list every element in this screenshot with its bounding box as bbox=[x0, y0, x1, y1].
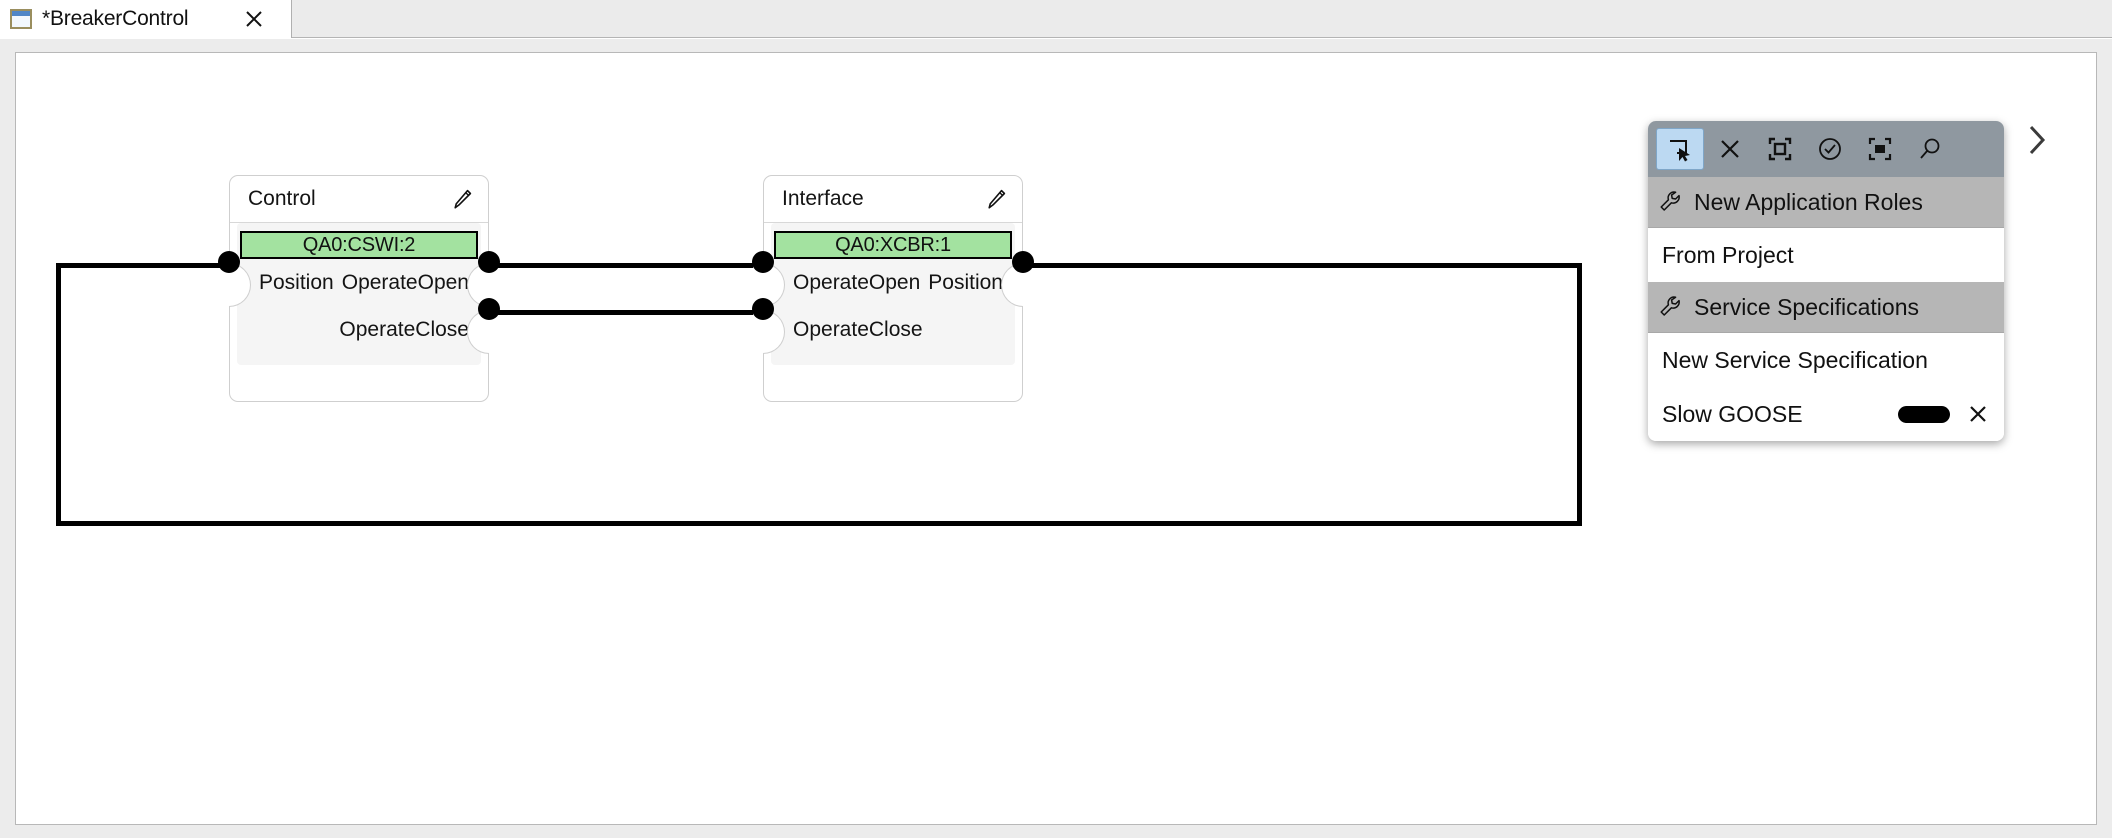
node-interface-row-1: OperateOpen Position bbox=[771, 259, 1015, 306]
palette-item-from-project[interactable]: From Project bbox=[1648, 228, 2004, 282]
port-label-operateopen-in[interactable]: OperateOpen bbox=[793, 270, 921, 294]
close-x-icon bbox=[1716, 135, 1744, 163]
port-dot-control-operateclose[interactable] bbox=[478, 298, 500, 320]
port-dot-interface-position[interactable] bbox=[1012, 251, 1034, 273]
palette-item-slow-goose[interactable]: Slow GOOSE bbox=[1648, 387, 2004, 441]
wire-operate-open bbox=[488, 263, 753, 268]
wire-operate-close bbox=[488, 310, 753, 315]
wire-feedback-left bbox=[56, 263, 61, 526]
delete-tool-button[interactable] bbox=[1706, 128, 1754, 170]
chevron-right-icon[interactable] bbox=[2024, 123, 2050, 157]
tab-close-icon[interactable] bbox=[243, 8, 265, 30]
node-interface[interactable]: Interface QA0:XCBR:1 OperateOpen Positio… bbox=[763, 175, 1023, 402]
validate-tool-button[interactable] bbox=[1806, 128, 1854, 170]
palette-toolbar bbox=[1648, 121, 2004, 177]
palette-item-delete-icon[interactable] bbox=[1968, 404, 1988, 424]
wrench-icon bbox=[1658, 294, 1684, 320]
fit-frame-icon bbox=[1866, 135, 1894, 163]
node-control-row-2: OperateClose bbox=[237, 306, 481, 353]
frame-brackets-icon bbox=[1766, 135, 1794, 163]
tab-label: *BreakerControl bbox=[42, 7, 189, 30]
node-control-badge[interactable]: QA0:CSWI:2 bbox=[240, 231, 478, 259]
palette-item-label: Slow GOOSE bbox=[1662, 400, 1803, 427]
palette-item-label: From Project bbox=[1662, 241, 1794, 268]
node-control-body: QA0:CSWI:2 Position OperateOpen OperateC… bbox=[237, 223, 481, 365]
magnifier-icon bbox=[1916, 135, 1944, 163]
port-label-operateopen-out[interactable]: OperateOpen bbox=[341, 270, 469, 294]
pointer-select-icon bbox=[1666, 135, 1694, 163]
node-interface-title: Interface bbox=[782, 187, 864, 210]
port-label-operateclose-in[interactable]: OperateClose bbox=[793, 317, 923, 341]
node-interface-badge[interactable]: QA0:XCBR:1 bbox=[774, 231, 1012, 259]
search-tool-button[interactable] bbox=[1906, 128, 1954, 170]
port-label-position-out[interactable]: Position bbox=[928, 270, 1003, 294]
palette-item-new-service-specification[interactable]: New Service Specification bbox=[1648, 333, 2004, 387]
port-dot-control-position[interactable] bbox=[218, 251, 240, 273]
palette-item-label: New Service Specification bbox=[1662, 346, 1928, 373]
node-interface-row-2: OperateClose bbox=[771, 306, 1015, 353]
port-label-position-in[interactable]: Position bbox=[259, 270, 334, 294]
tab-breakercontrol[interactable]: *BreakerControl bbox=[0, 0, 292, 38]
editor-window-icon bbox=[10, 9, 32, 29]
node-control-title: Control bbox=[248, 187, 316, 210]
wire-feedback-bottom bbox=[56, 521, 1582, 526]
palette-section-label: New Application Roles bbox=[1694, 188, 1923, 215]
node-control-header: Control bbox=[230, 176, 488, 223]
wire-feedback-right bbox=[1577, 263, 1582, 526]
wrench-icon bbox=[1658, 189, 1684, 215]
node-control[interactable]: Control QA0:CSWI:2 Position OperateOpen bbox=[229, 175, 489, 402]
palette-section-label: Service Specifications bbox=[1694, 293, 1919, 320]
goose-pill-indicator bbox=[1898, 405, 1950, 423]
node-interface-body: QA0:XCBR:1 OperateOpen Position OperateC… bbox=[771, 223, 1015, 365]
palette-section-new-application-roles[interactable]: New Application Roles bbox=[1648, 177, 2004, 228]
port-dot-interface-operateopen[interactable] bbox=[752, 251, 774, 273]
fit-tool-button[interactable] bbox=[1856, 128, 1904, 170]
check-circle-icon bbox=[1816, 135, 1844, 163]
palette-section-service-specifications[interactable]: Service Specifications bbox=[1648, 282, 2004, 333]
node-control-row-1: Position OperateOpen bbox=[237, 259, 481, 306]
palette-panel: New Application Roles From Project Servi… bbox=[1648, 121, 2004, 441]
pencil-icon[interactable] bbox=[984, 187, 1008, 211]
editor-tab-bar: *BreakerControl bbox=[0, 0, 2112, 38]
port-dot-interface-operateclose[interactable] bbox=[752, 298, 774, 320]
wire-feedback-entry bbox=[56, 263, 236, 268]
node-interface-header: Interface bbox=[764, 176, 1022, 223]
port-dot-control-operateopen[interactable] bbox=[478, 251, 500, 273]
select-tool-button[interactable] bbox=[1656, 128, 1704, 170]
frame-tool-button[interactable] bbox=[1756, 128, 1804, 170]
wire-feedback-top bbox=[1017, 263, 1582, 268]
pencil-icon[interactable] bbox=[450, 187, 474, 211]
port-label-operateclose-out[interactable]: OperateClose bbox=[339, 317, 469, 341]
